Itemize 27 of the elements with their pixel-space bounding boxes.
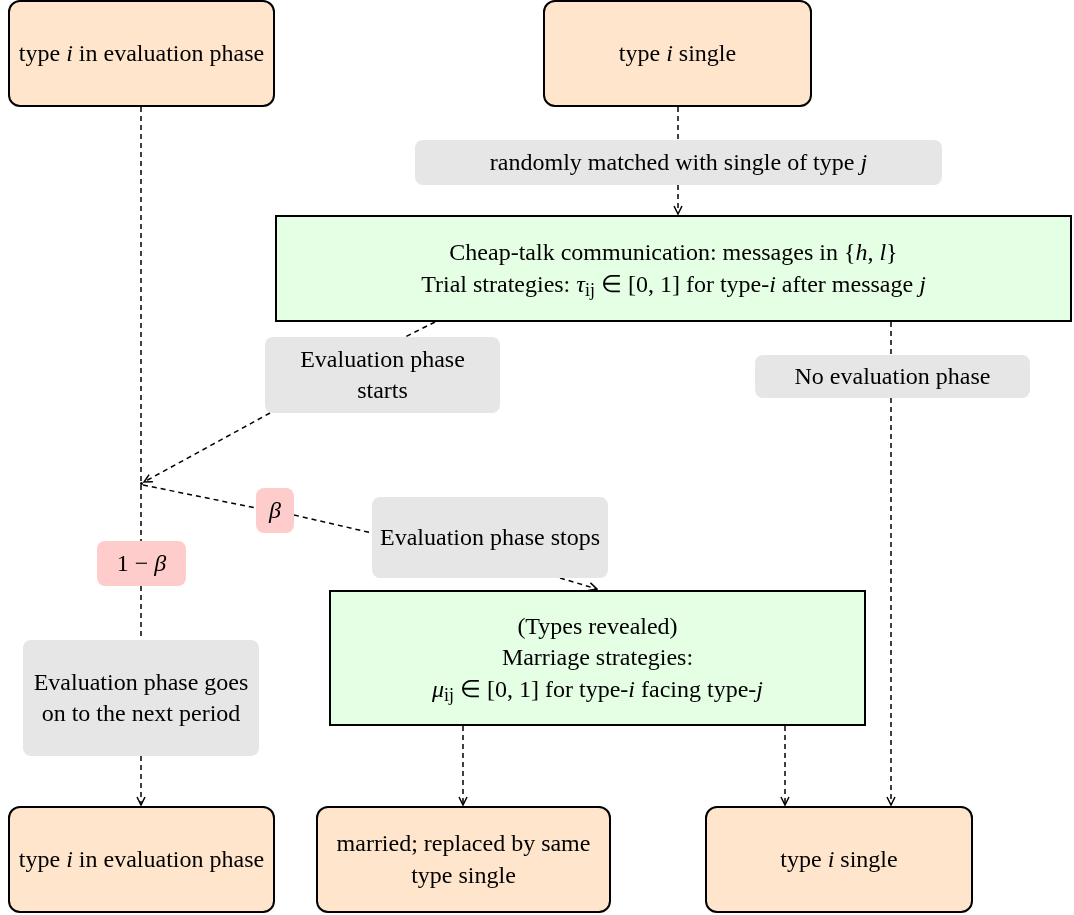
edge-label: randomly matched with single of type j — [415, 140, 942, 185]
dashed-arrow — [559, 577, 598, 592]
dashed-arrow — [886, 397, 896, 806]
dashed-arrow — [673, 184, 683, 215]
edge-label: No evaluation phase — [755, 355, 1030, 398]
dashed-arrow — [143, 412, 271, 483]
state-box: type i single — [543, 0, 812, 107]
edge-label: Evaluation phase goes on to the next period — [23, 640, 259, 756]
dashed-arrow — [780, 725, 790, 806]
box-text: μ$_{ij}$ ∈ [0, 1] for type-i facing type-j — [431, 674, 764, 705]
probability-label: 1 − β — [97, 541, 186, 586]
state-box: type i in evaluation phase — [8, 0, 275, 107]
probability-label: β — [256, 488, 294, 533]
dashed-arrow — [136, 755, 146, 806]
edge-label: Evaluation phase stops — [372, 497, 608, 578]
box-text: Trial strategies: τ$_{ij}$ ∈ [0, 1] for type-i after message j — [420, 269, 927, 300]
state-box: type i in evaluation phase — [8, 806, 275, 913]
dashed-arrow — [458, 725, 468, 806]
box-text: Marriage strategies: — [500, 643, 695, 673]
stage-box — [329, 590, 866, 726]
stage-box — [275, 215, 1072, 322]
state-box: type i single — [705, 806, 973, 913]
edge-label: Evaluation phase starts — [265, 337, 500, 413]
state-box: married; replaced by same type single — [316, 806, 611, 913]
box-text: (Types revealed) — [516, 612, 679, 642]
junction-point — [139, 481, 143, 485]
box-text: Cheap-talk communication: messages in {h, l} — [448, 238, 899, 268]
